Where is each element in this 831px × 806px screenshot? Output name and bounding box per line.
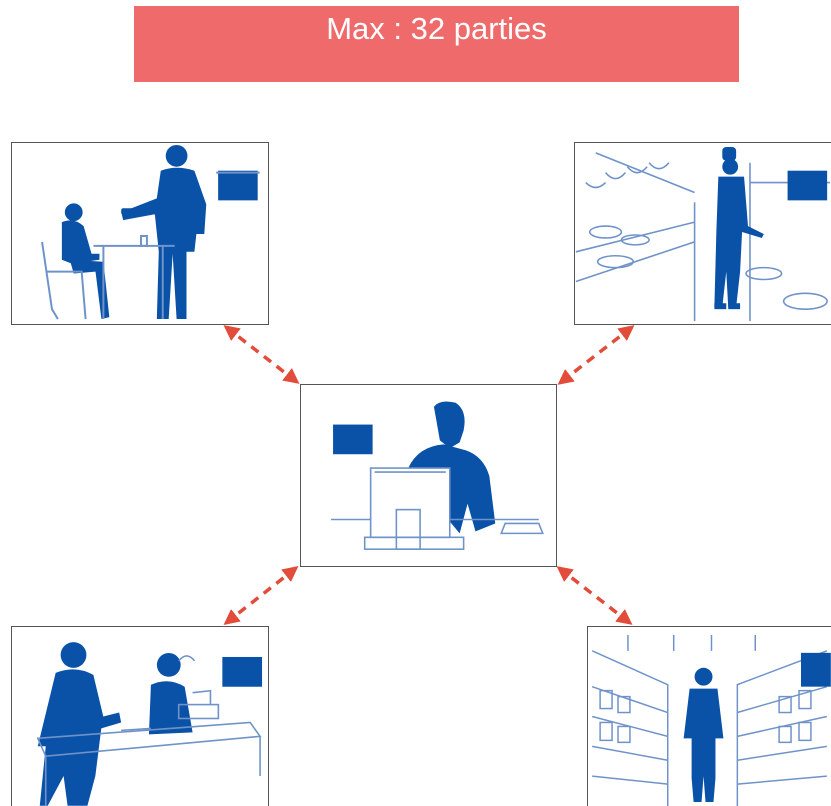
max-parties-banner: Max : 32 parties [134, 6, 739, 82]
arrow-center-counter [223, 566, 299, 625]
banner-label: Max : 32 parties [326, 11, 547, 46]
arrow-center-shop [556, 566, 633, 625]
arrow-chef-center [557, 325, 635, 385]
blue-monitor-badge-icon [218, 170, 258, 201]
blue-monitor-badge-icon [800, 652, 831, 687]
blue-monitor-badge-icon [333, 424, 373, 455]
panel-reception-counter [11, 626, 269, 806]
panel-warehouse-shelves [587, 626, 831, 806]
reception-counter-icon [36, 642, 263, 806]
blue-monitor-badge-icon [787, 170, 828, 201]
blue-monitor-badge-icon [222, 656, 263, 687]
arrow-waiter-center [223, 325, 300, 384]
panel-cafe-waiter [11, 142, 269, 325]
office-phone-worker-icon [331, 401, 544, 550]
cafe-waiter-icon [41, 144, 260, 320]
kitchen-chef-icon [575, 146, 831, 322]
panel-kitchen-chef [574, 142, 831, 325]
panel-office-phone-worker [300, 384, 557, 567]
warehouse-shelves-worker-icon [591, 634, 831, 806]
